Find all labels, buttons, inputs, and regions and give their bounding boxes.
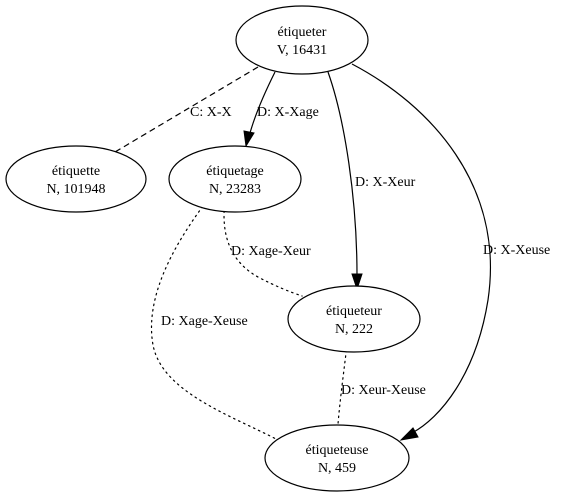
- node-info: N, 222: [335, 322, 373, 337]
- edge-label-d-xage-xeur: D: Xage-Xeur: [231, 244, 311, 259]
- node-etiquetage: étiquetage N, 23283: [168, 145, 302, 213]
- edge-label-d-xage-xeuse: D: Xage-Xeuse: [161, 314, 248, 329]
- node-info: N, 101948: [46, 182, 105, 197]
- node-word: étiqueter: [278, 25, 327, 40]
- edge-label-d-x-xeur: D: X-Xeur: [355, 175, 416, 190]
- node-word: étiqueteuse: [306, 443, 369, 458]
- node-word: étiquetage: [206, 164, 264, 179]
- edge-d-x-xeur: D: X-Xeur: [327, 71, 416, 291]
- edge-d-x-xage: D: X-Xage: [243, 71, 319, 148]
- node-info: N, 459: [318, 461, 356, 476]
- arrowhead-icon: [351, 273, 363, 291]
- edge-label-c-x-x: C: X-X: [190, 105, 232, 120]
- edge-label-d-xeur-xeuse: D: Xeur-Xeuse: [341, 383, 426, 398]
- node-word: étiqueteur: [326, 304, 382, 319]
- node-etiqueter: étiqueter V, 16431: [235, 5, 369, 75]
- edge-label-d-x-xeuse: D: X-Xeuse: [483, 243, 550, 258]
- node-etiqueteur: étiqueteur N, 222: [287, 285, 421, 353]
- edge-c-x-x: C: X-X: [114, 66, 259, 153]
- arrowhead-icon: [243, 130, 255, 148]
- edge-d-xage-xeur: D: Xage-Xeur: [223, 199, 311, 297]
- node-word: étiquette: [52, 164, 100, 179]
- node-info: V, 16431: [277, 43, 327, 58]
- node-etiquette: étiquette N, 101948: [5, 145, 147, 213]
- edge-d-x-xeuse: D: X-Xeuse: [351, 63, 550, 441]
- node-info: N, 23283: [209, 182, 261, 197]
- edge-d-xage-xeuse: D: Xage-Xeuse: [150, 201, 279, 441]
- edge-label-d-x-xage: D: X-Xage: [257, 105, 319, 120]
- node-etiqueteuse: étiqueteuse N, 459: [264, 424, 410, 492]
- arrowhead-icon: [399, 427, 419, 441]
- edge-d-xeur-xeuse: D: Xeur-Xeuse: [337, 344, 426, 425]
